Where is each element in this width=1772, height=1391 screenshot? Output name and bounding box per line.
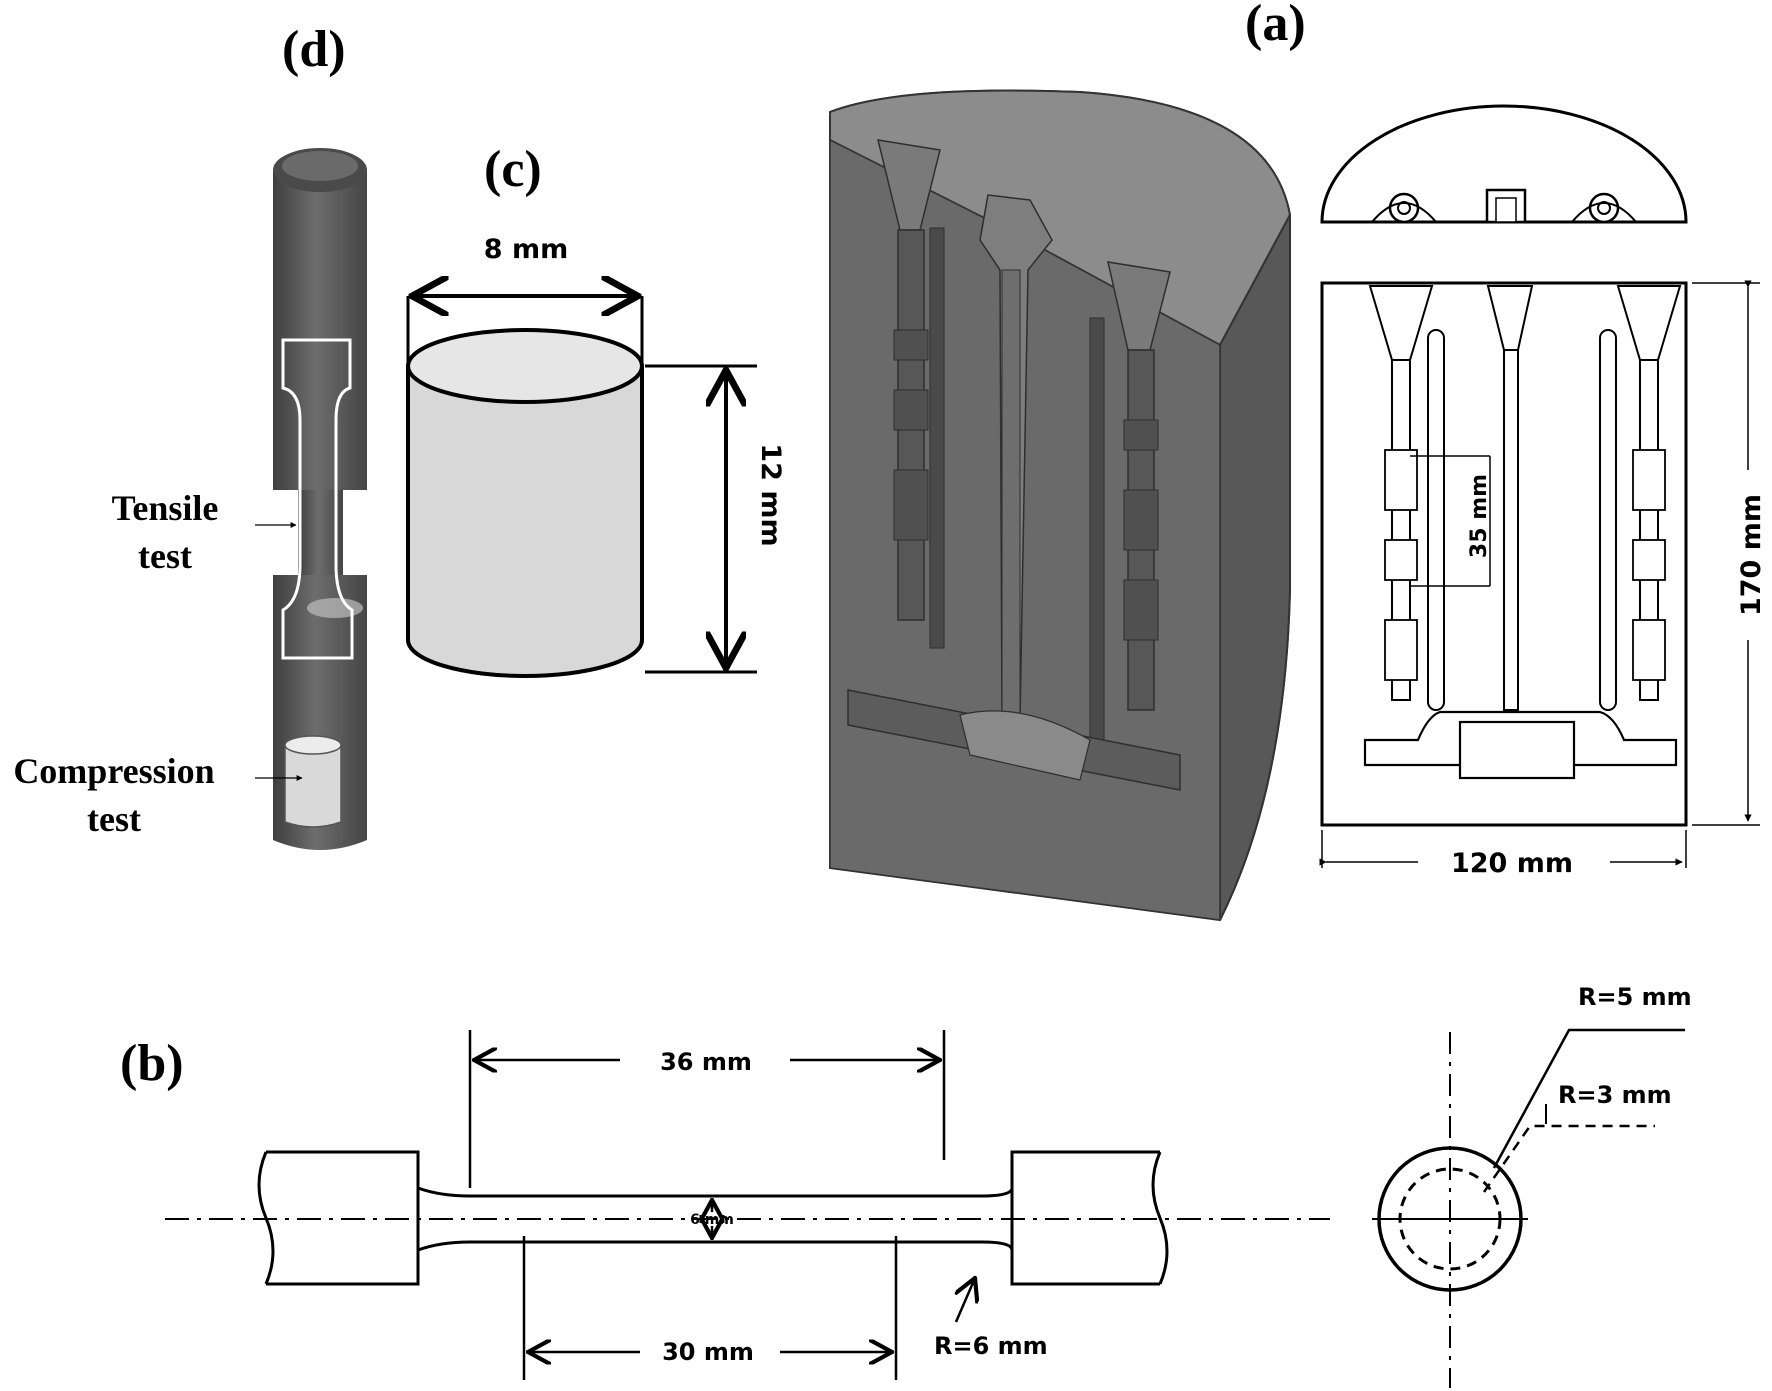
mold-top-view bbox=[1320, 104, 1688, 224]
tensile-specimen-drawing bbox=[257, 1150, 1169, 1286]
compression-caption-line2: test bbox=[87, 799, 141, 839]
dim-label-6mm: 6 mm bbox=[690, 1212, 734, 1228]
dim-label-170mm: 170 mm bbox=[1736, 494, 1767, 616]
dim-label-r3mm: R=3 mm bbox=[1558, 1081, 1672, 1109]
dim-label-35mm: 35 mm bbox=[1467, 474, 1492, 558]
panel-label-c: (c) bbox=[484, 141, 542, 198]
dim-label-30mm: 30 mm bbox=[662, 1338, 754, 1366]
mold-3d-cutaway bbox=[829, 89, 1292, 922]
cross-section-view bbox=[1372, 1028, 1685, 1388]
dim-label-12mm: 12 mm bbox=[755, 443, 786, 546]
tensile-caption-line2: test bbox=[138, 536, 192, 576]
casting-rod bbox=[273, 148, 367, 850]
dim-label-120mm: 120 mm bbox=[1451, 848, 1573, 879]
panel-label-d: (d) bbox=[282, 21, 346, 78]
dim-label-8mm: 8 mm bbox=[484, 234, 568, 265]
tensile-caption-line1: Tensile bbox=[112, 488, 219, 528]
mold-front-view: 35 mm 170 mm 120 mm bbox=[1319, 280, 1767, 879]
panel-label-b: (b) bbox=[120, 1035, 184, 1092]
panel-c: (c) 8 mm 12 mm bbox=[406, 141, 786, 678]
tensile-specimen-outline bbox=[281, 338, 354, 660]
panel-d: (d) Tensile test Compression test bbox=[13, 21, 367, 850]
compression-cylinder bbox=[284, 735, 342, 828]
inner-radius-leader bbox=[1482, 1124, 1655, 1193]
compression-sample-cylinder bbox=[406, 328, 644, 678]
rod-top-section bbox=[273, 170, 367, 490]
outer-radius-leader bbox=[1492, 1028, 1685, 1169]
dim-label-36mm: 36 mm bbox=[660, 1048, 752, 1076]
rod-neck bbox=[298, 490, 343, 575]
dim-label-r6mm: R=6 mm bbox=[934, 1332, 1048, 1360]
dim-label-r5mm: R=5 mm bbox=[1578, 983, 1692, 1011]
compression-caption-line1: Compression bbox=[13, 751, 214, 791]
panel-a: (a) bbox=[829, 0, 1767, 922]
panel-label-a: (a) bbox=[1245, 0, 1306, 52]
panel-b: (b) 36 mm 30 mm 6 mm R=6 mm bbox=[120, 983, 1692, 1388]
